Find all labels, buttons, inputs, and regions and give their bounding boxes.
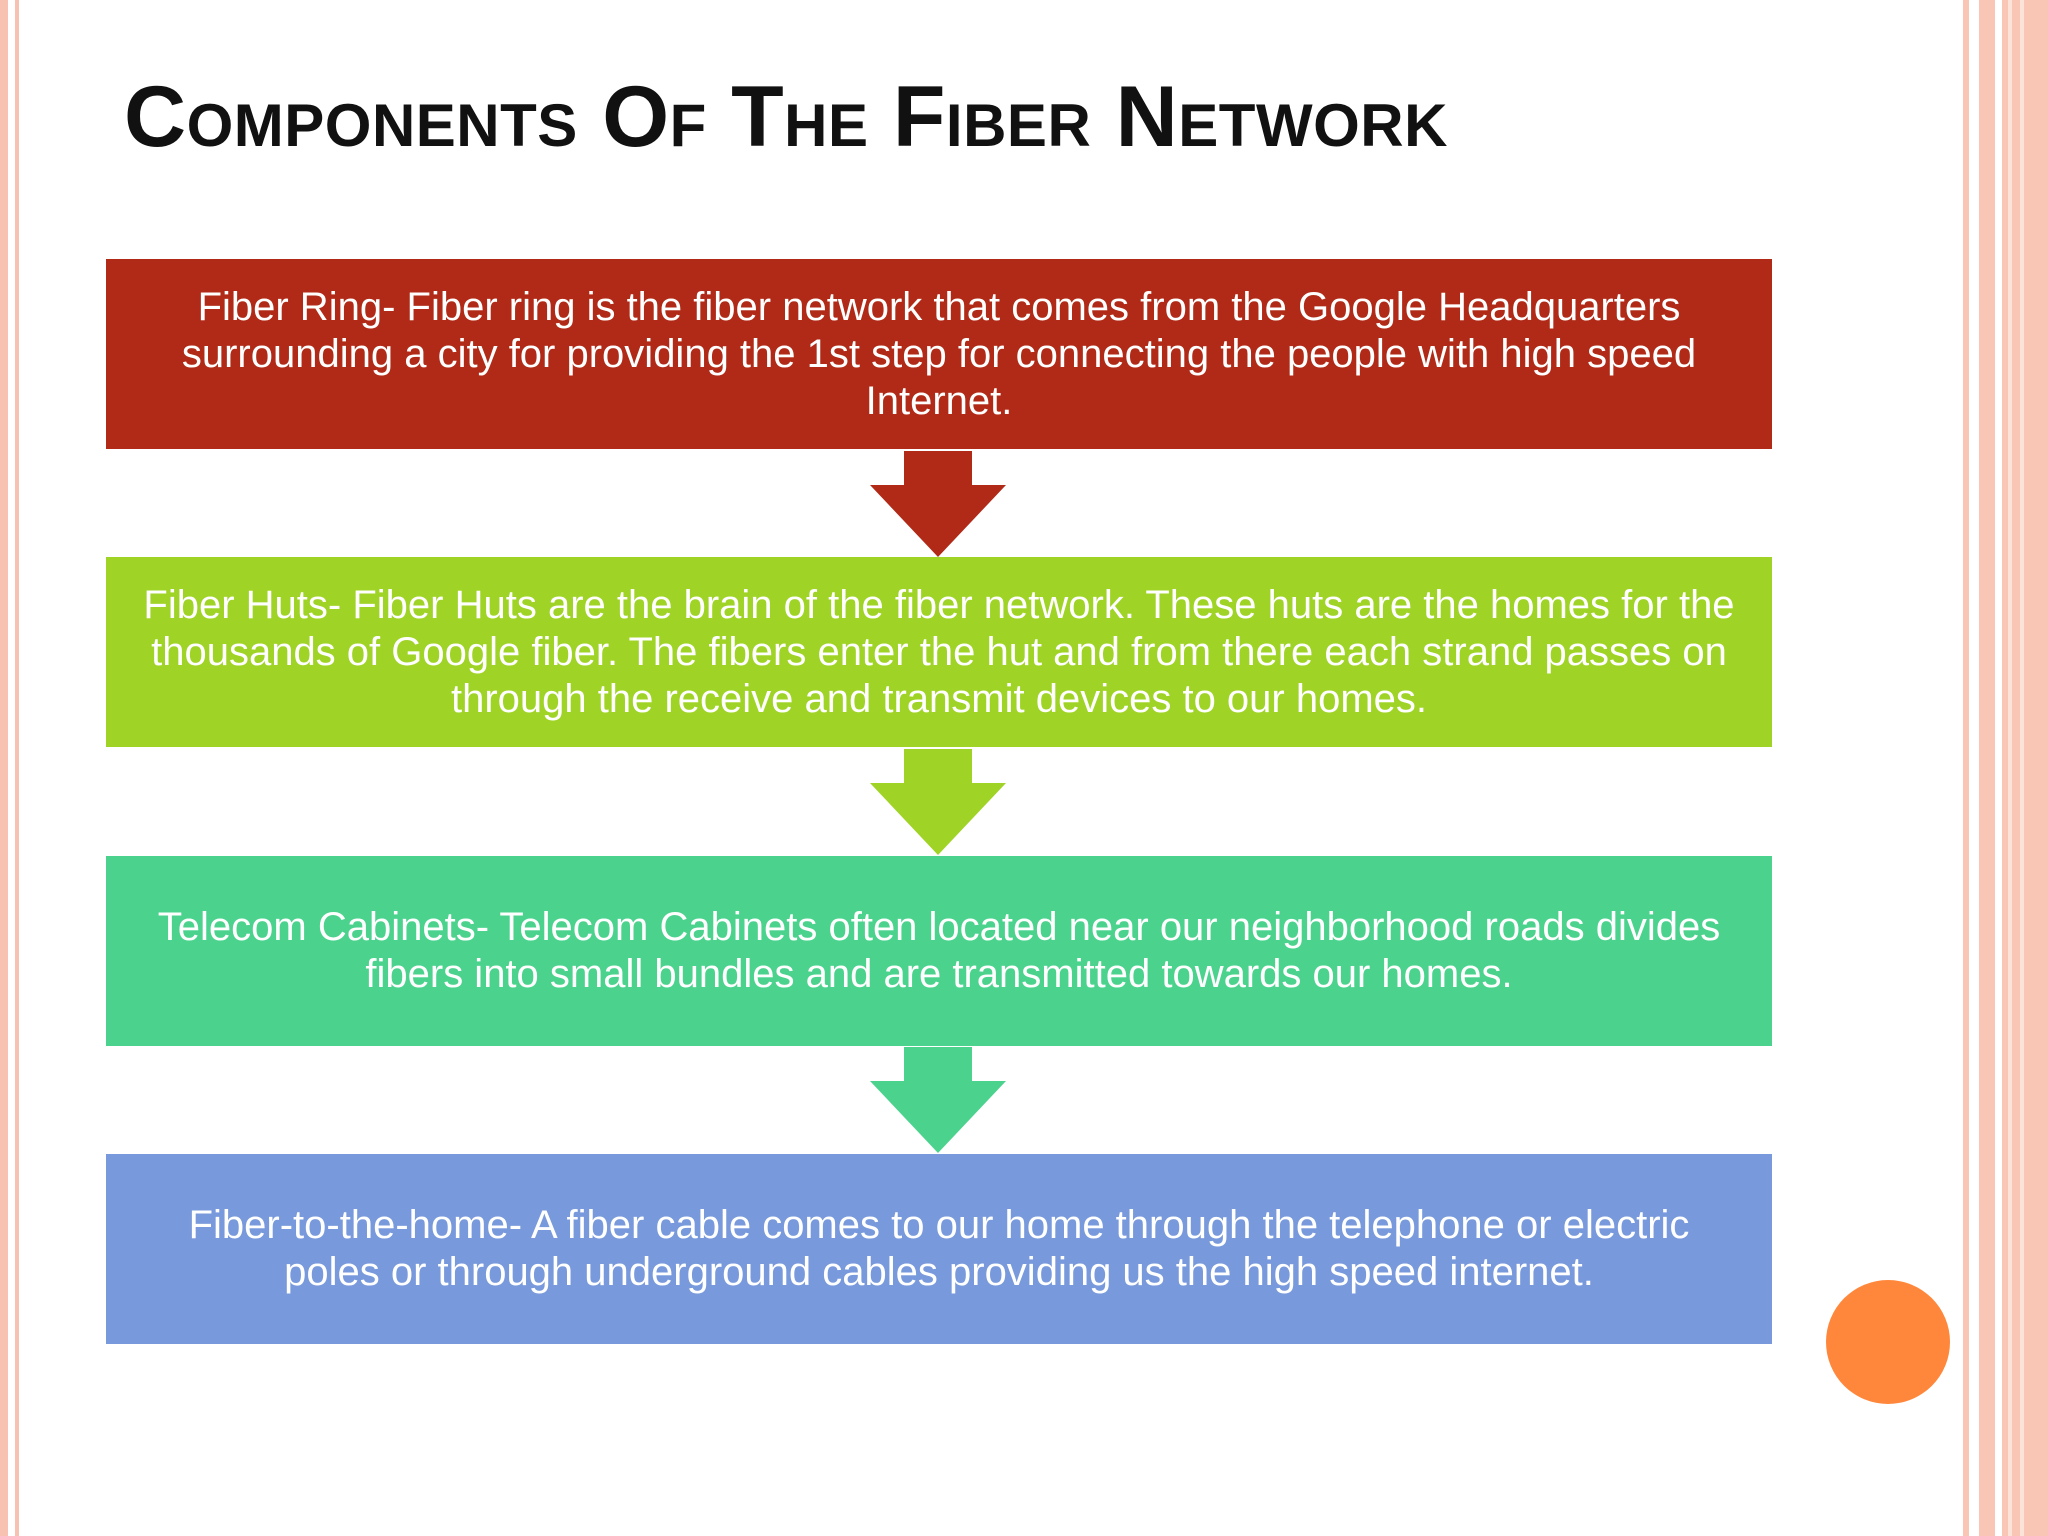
step-text-telecom-cabinets: Telecom Cabinets- Telecom Cabinets often… bbox=[157, 905, 1721, 996]
right-frame-stripe-a bbox=[1963, 0, 1969, 1536]
down-arrow-1 bbox=[870, 451, 1006, 557]
down-arrow-3-shape bbox=[870, 1047, 1006, 1153]
step-text-fiber-to-the-home: Fiber-to-the-home- A fiber cable comes t… bbox=[188, 1203, 1690, 1294]
decorative-orange-circle bbox=[1826, 1280, 1950, 1404]
down-arrow-1-shape bbox=[870, 451, 1006, 557]
left-frame-thin-stripe bbox=[15, 0, 19, 1536]
step-box-fiber-huts: Fiber Huts- Fiber Huts are the brain of … bbox=[106, 557, 1772, 747]
step-box-telecom-cabinets: Telecom Cabinets- Telecom Cabinets often… bbox=[106, 856, 1772, 1046]
slide-title: Components Of The Fiber Network bbox=[124, 69, 1448, 165]
step-text-fiber-huts: Fiber Huts- Fiber Huts are the brain of … bbox=[143, 582, 1735, 721]
right-frame-highlight-d bbox=[2008, 0, 2012, 1536]
left-frame-stripe bbox=[0, 0, 8, 1536]
step-box-fiber-ring: Fiber Ring- Fiber ring is the fiber netw… bbox=[106, 259, 1772, 449]
down-arrow-2-shape bbox=[870, 749, 1006, 855]
step-box-fiber-to-the-home: Fiber-to-the-home- A fiber cable comes t… bbox=[106, 1154, 1772, 1344]
down-arrow-2 bbox=[870, 749, 1006, 855]
right-frame-highlight-e bbox=[2020, 0, 2024, 1536]
down-arrow-3 bbox=[870, 1047, 1006, 1153]
right-frame-stripe-b bbox=[1979, 0, 1995, 1536]
step-text-fiber-ring: Fiber Ring- Fiber ring is the fiber netw… bbox=[181, 284, 1697, 423]
